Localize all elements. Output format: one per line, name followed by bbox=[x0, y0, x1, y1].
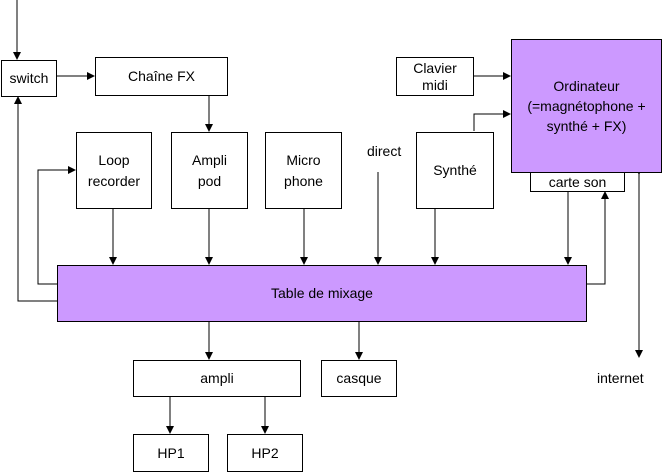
clavier-midi-box: Clavier midi bbox=[396, 57, 474, 96]
edge-table-to-carte-son bbox=[587, 191, 609, 285]
table-de-mixage-box: Table de mixage bbox=[57, 265, 587, 322]
casque-box: casque bbox=[321, 360, 397, 397]
edge-table-to-switch bbox=[14, 96, 57, 302]
loop-recorder-box: Loop recorder bbox=[76, 132, 152, 209]
direct-label: direct bbox=[367, 143, 402, 159]
chaine-fx-box: Chaîne FX bbox=[95, 57, 228, 96]
microphone-box: Micro phone bbox=[265, 132, 342, 209]
internet-label: internet bbox=[597, 370, 644, 386]
switch-box: switch bbox=[1, 60, 57, 97]
ordinateur-box: Ordinateur (=magnétophone + synthé + FX) bbox=[511, 39, 662, 173]
synthe-box: Synthé bbox=[416, 132, 494, 209]
edge-synthe-to-ordinateur bbox=[473, 110, 511, 131]
hp1-box: HP1 bbox=[133, 434, 209, 472]
ampli-pod-box: Ampli pod bbox=[171, 132, 248, 209]
ampli-box: ampli bbox=[133, 360, 301, 397]
carte-son-box: carte son bbox=[530, 172, 625, 192]
hp2-box: HP2 bbox=[227, 434, 303, 472]
edge-table-to-loop bbox=[37, 166, 76, 285]
